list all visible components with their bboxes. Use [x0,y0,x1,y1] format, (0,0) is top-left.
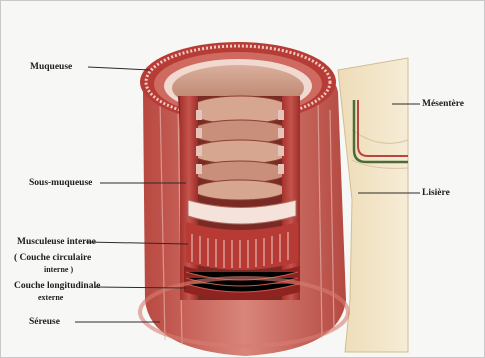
label-couche-longitudinale-sub: externe [14,292,100,303]
circular-folds [188,96,292,200]
label-mesentere: Mésentère [422,99,464,110]
label-couche-longitudinale-main: Couche longitudinale [14,281,100,291]
label-couche-circulaire: ( Couche circulaire interne ) [14,253,91,275]
label-liseriere: Lisière [422,188,450,199]
label-sereuse: Séreuse [29,317,60,328]
label-couche-longitudinale: Couche longitudinale externe [14,281,100,303]
label-musculeuse-interne: Musculeuse interne [17,237,96,248]
label-couche-circulaire-sub: interne ) [14,264,91,275]
label-sous-muqueuse: Sous-muqueuse [29,178,92,189]
label-couche-circulaire-main: ( Couche circulaire [14,253,91,263]
label-muqueuse: Muqueuse [30,62,72,73]
